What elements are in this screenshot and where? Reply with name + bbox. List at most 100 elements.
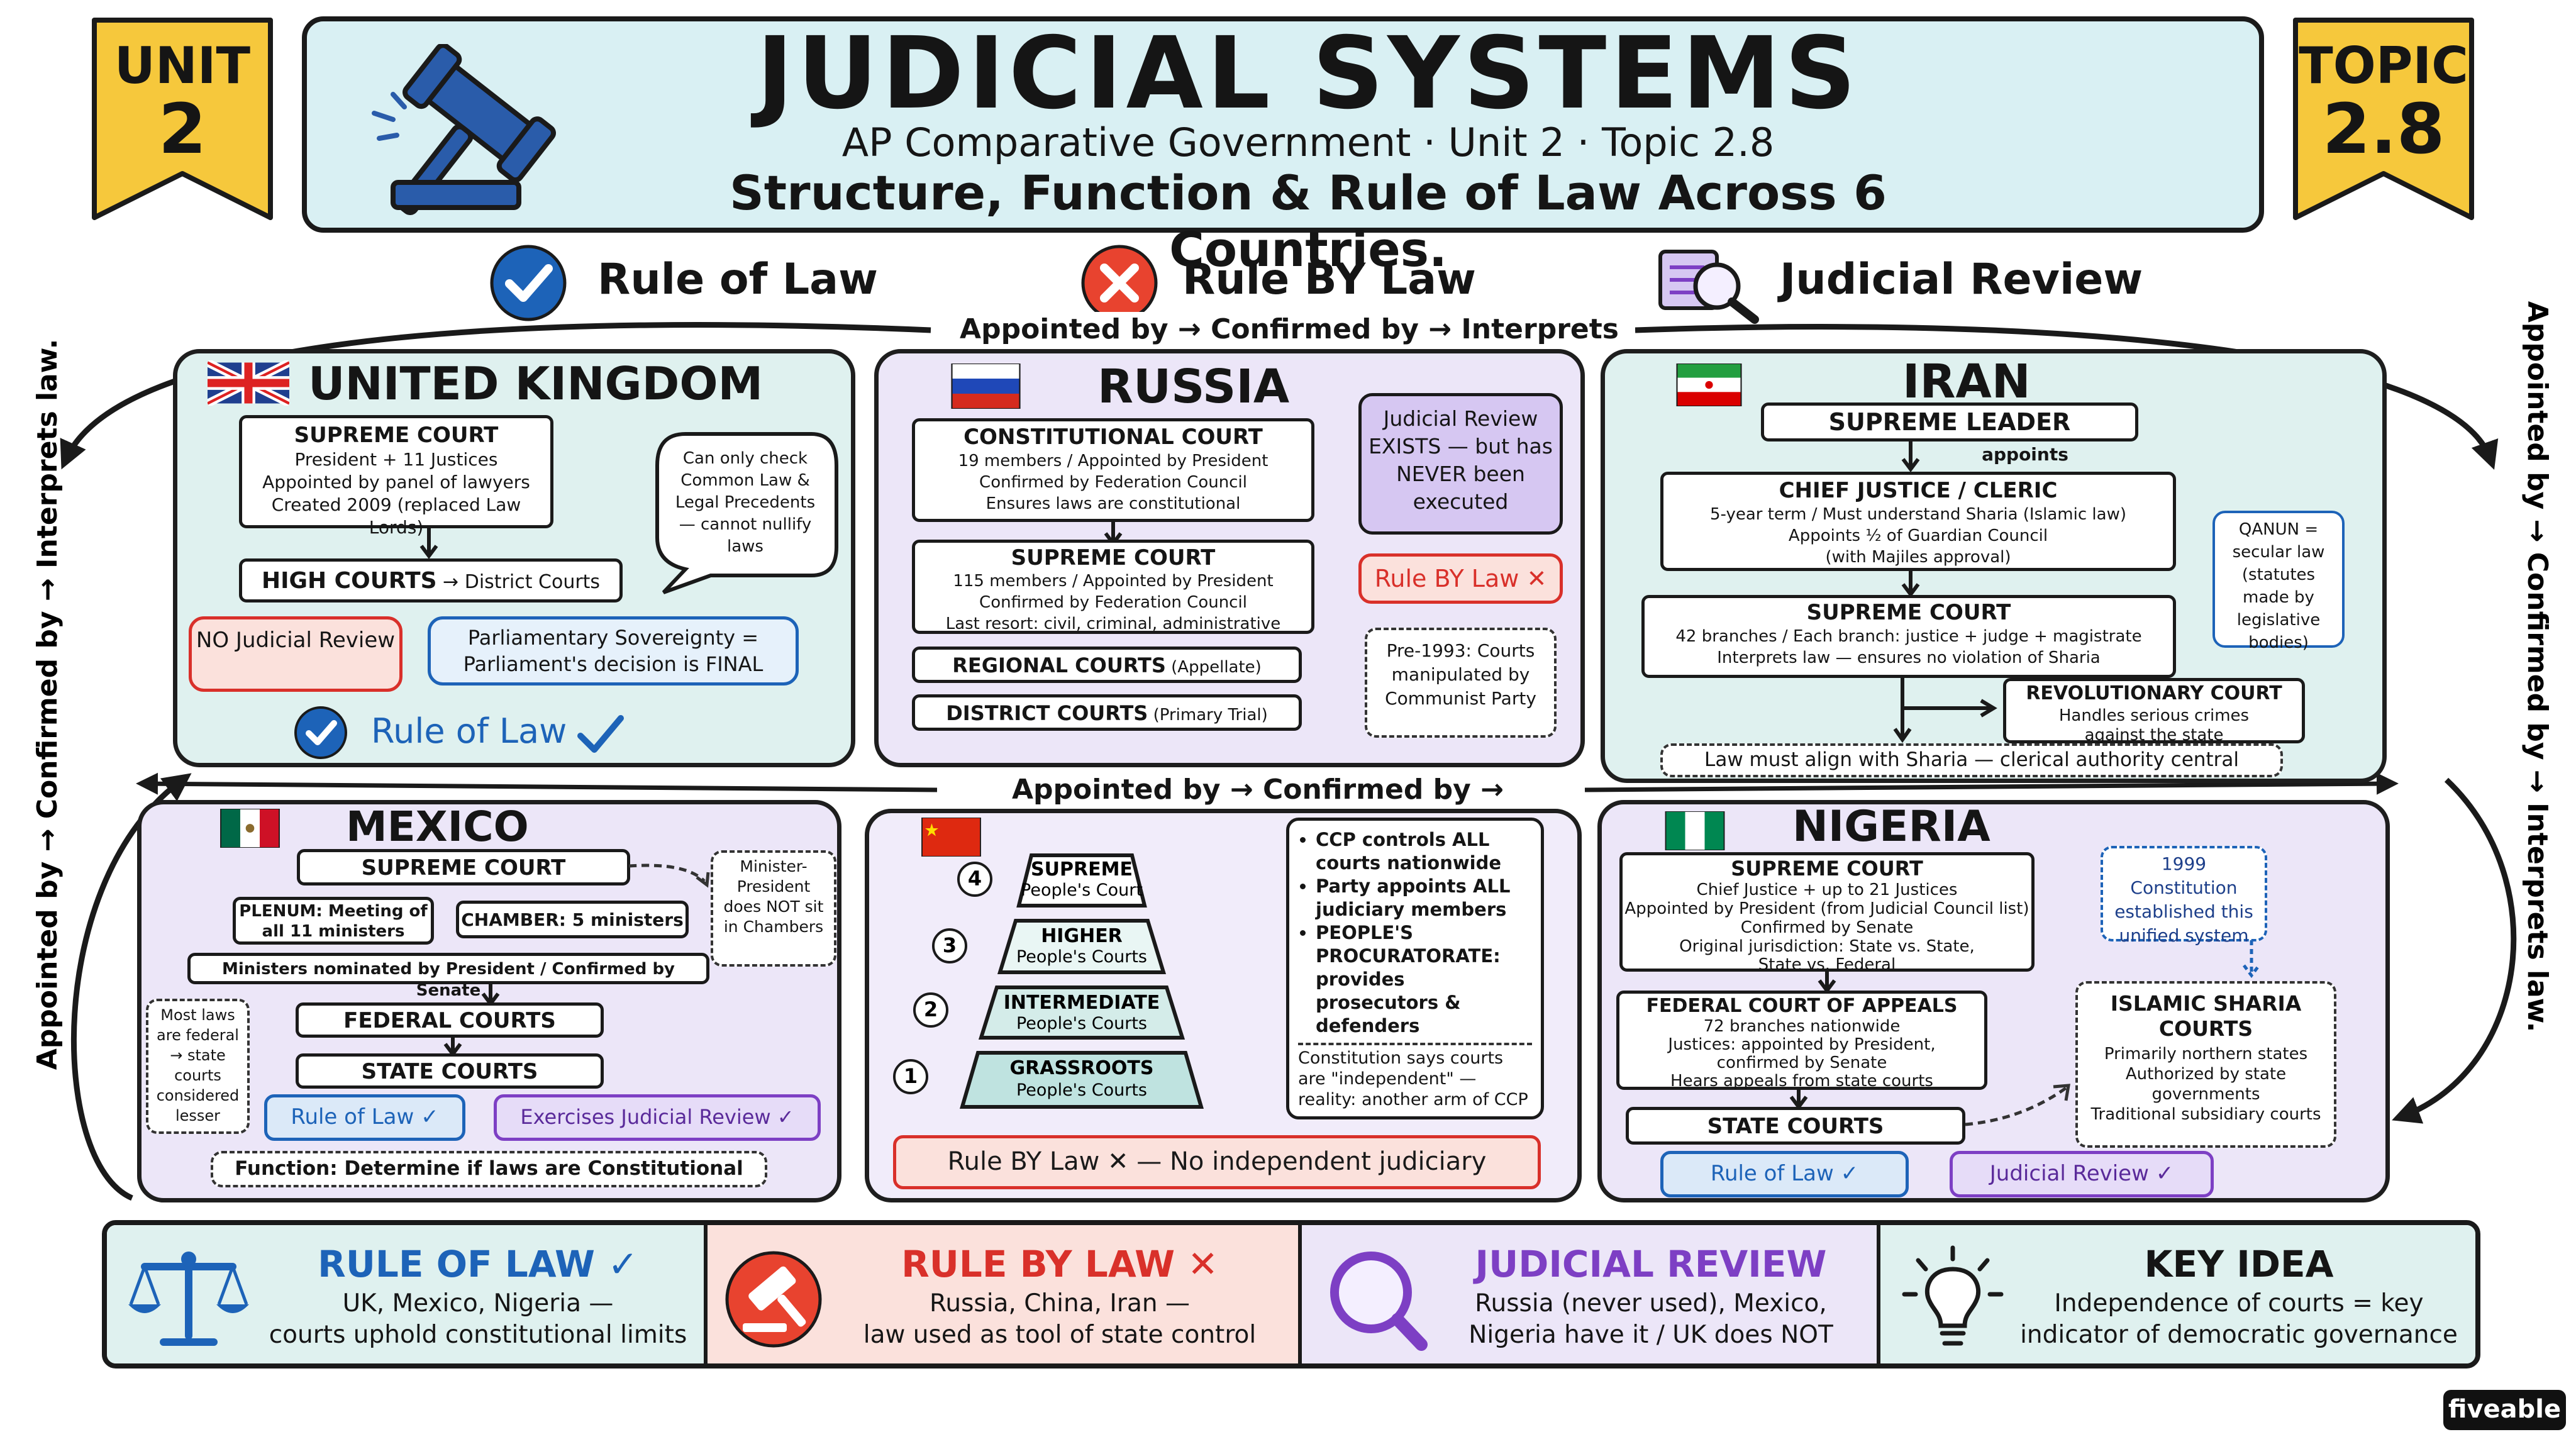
russia-supreme-l3: Last resort: civil, criminal, administra… [945,614,1281,633]
unit-number: 2 [158,89,207,169]
summary-key-title: KEY IDEA [2144,1243,2334,1285]
mexico-supreme-court: SUPREME COURT [297,849,630,886]
china-level-number-1: 1 [904,1064,918,1088]
russia-jr-note: Judicial Review EXISTS — but has NEVER b… [1358,393,1563,535]
iran-cj-title: CHIEF JUSTICE / CLERIC [1779,478,2058,503]
china-level-title-4: SUPREME [1031,858,1133,880]
russia-x-icon: ✕ [1526,565,1547,592]
uk-supreme-l1: President + 11 Justices [294,449,498,470]
nigeria-flag-icon [1665,811,1725,850]
china-level-title-3: HIGHER [1041,925,1123,947]
header-panel [302,16,2264,233]
china-flag-icon [921,818,981,857]
nigeria-fca-l2: Justices: appointed by President, [1668,1035,1936,1054]
topic-label: TOPIC [2299,36,2468,95]
topic-number: 2.8 [2322,89,2445,169]
nigeria-supreme-court: SUPREME COURT Chief Justice + up to 21 J… [1619,852,2035,974]
lightbulb-icon [1902,1245,2004,1346]
china-bullet-3: PEOPLE'S PROCURATORATE: provides prosecu… [1316,921,1532,1038]
fiveable-logo[interactable]: fiveable [2443,1390,2566,1430]
summary-rbl-l1: Russia, China, Iran — [930,1289,1190,1318]
x-circle-icon [1081,245,1158,321]
legend-judicial-review: Judicial Review [1780,255,2143,304]
mexico-most-laws-note: Most laws are federal → state courts con… [146,999,250,1134]
unit-label: UNIT [114,36,251,95]
iran-name: IRAN [1902,355,2031,409]
mexico-chamber: CHAMBER: 5 ministers [456,901,689,938]
mexico-flag-icon [220,809,280,848]
china-level-sub-2: People's Courts [1016,1014,1147,1033]
uk-supreme-l3: Created 2009 (replaced Law Lords) [271,494,521,538]
gavel-circle-icon [725,1251,822,1348]
iran-sc-l1: 42 branches / Each branch: justice + jud… [1675,627,2142,646]
iran-chief-justice: CHIEF JUSTICE / CLERIC 5-year term / Mus… [1660,472,2176,571]
summary-rol-l1: UK, Mexico, Nigeria — [342,1289,614,1318]
iran-leader-text: SUPREME LEADER [1828,408,2071,436]
nigeria-sharia-title: ISLAMIC SHARIA COURTS [2110,991,2302,1041]
russia-name: RUSSIA [1097,360,1290,414]
iran-sharia-note: Law must align with Sharia — clerical au… [1660,743,2283,777]
nigeria-fca-l4: Hears appeals from state courts [1670,1072,1933,1091]
iran-rev-l2: against the state [2084,726,2224,745]
nigeria-sc-l2: Appointed by President (from Judicial Co… [1624,899,2029,918]
summary-rule-by-law: RULE BY LAW ✕ Russia, China, Iran — law … [708,1225,1302,1363]
iran-supreme-leader: SUPREME LEADER [1761,402,2138,441]
china-level-number-2: 2 [924,997,938,1021]
summary-key-l2: indicator of democratic governance [2020,1321,2458,1349]
summary-rol-title: RULE OF LAW ✓ [318,1243,638,1285]
russia-regional-sub: (Appellate) [1165,658,1262,677]
russia-rbl-text: Rule BY Law [1374,565,1519,592]
russia-supreme-court: SUPREME COURT 115 members / Appointed by… [912,540,1314,634]
uk-high-rest: → District Courts [436,571,601,593]
legend-rule-of-law: Rule of Law [597,255,878,304]
mexico-dashed-arrow [629,863,710,888]
china-ccp-box: CCP controls ALL courts nationwideParty … [1286,818,1544,1119]
summary-judicial-review: JUDICIAL REVIEW Russia (never used), Mex… [1302,1225,1880,1363]
china-level-sub-3: People's Courts [1016,947,1147,967]
mexico-check-icon: ✓ [421,1104,439,1130]
gavel-icon [372,44,557,215]
china-rule-by-law: Rule BY Law ✕ — No independent judiciary [893,1135,1541,1189]
nigeria-jr-text: Judicial Review [1989,1161,2149,1186]
mexico-federal-courts: FEDERAL COURTS [296,1002,604,1038]
mexico-rule-of-law: Rule of Law ✓ [264,1094,465,1141]
flow-label-right: Appointed by → Confirmed by → Interprets… [2521,301,2553,1033]
summary-rbl-l2: law used as tool of state control [863,1321,1257,1349]
nigeria-name: NIGERIA [1792,802,1990,852]
iran-rev-title: REVOLUTIONARY COURT [2026,682,2282,704]
nigeria-sharia-l1: Primarily northern states [2104,1045,2308,1063]
uk-flag-icon [208,360,289,406]
china-bullet-2: Party appoints ALL judiciary members [1316,875,1532,921]
russia-district-sub: (Primary Trial) [1148,706,1268,724]
iran-cj-l1: 5-year term / Must understand Sharia (Is… [1710,505,2126,524]
russia-regional-main: REGIONAL COURTS [952,653,1166,677]
russia-district-main: DISTRICT COURTS [946,701,1148,725]
uk-supreme-title: SUPREME COURT [294,423,499,448]
russia-pre1993-note: Pre-1993: Courts manipulated by Communis… [1365,628,1557,738]
russia-rule-by-law: Rule BY Law ✕ [1358,553,1563,604]
russia-flag-icon [951,364,1021,409]
page-title: JUDICIAL SYSTEMS [756,16,1860,131]
mexico-state-text: STATE COURTS [361,1059,538,1084]
summary-jr-l2: Nigeria have it / UK does NOT [1468,1321,1833,1349]
summary-rule-of-law: RULE OF LAW ✓ UK, Mexico, Nigeria — cour… [107,1225,708,1363]
iran-appoints-label: appoints [1982,444,2068,465]
scales-icon [128,1252,249,1346]
mexico-plenum: PLENUM: Meeting of all 11 ministers [233,897,434,945]
russia-const-title: CONSTITUTIONAL COURT [963,425,1263,450]
nigeria-arrow-3 [2243,940,2260,979]
uk-check-mark-icon [577,715,624,753]
russia-regional-courts: REGIONAL COURTS (Appellate) [912,647,1302,683]
mexico-federal-text: FEDERAL COURTS [343,1008,556,1033]
uk-arrow-down [419,528,438,559]
nigeria-fca-l1: 72 branches nationwide [1703,1017,1901,1036]
china-level-number-3: 3 [943,933,957,957]
summary-rol-l2: courts uphold constitutional limits [269,1321,687,1349]
mexico-rol-text: Rule of Law [291,1104,414,1130]
uk-supreme-court: SUPREME COURT President + 11 Justices Ap… [239,415,553,538]
magnifier-book-icon [1658,250,1759,324]
mexico-jr-text: Exercises Judicial Review [520,1105,771,1129]
summary-jr-title: JUDICIAL REVIEW [1475,1243,1827,1285]
nigeria-rol-text: Rule of Law [1710,1161,1834,1186]
